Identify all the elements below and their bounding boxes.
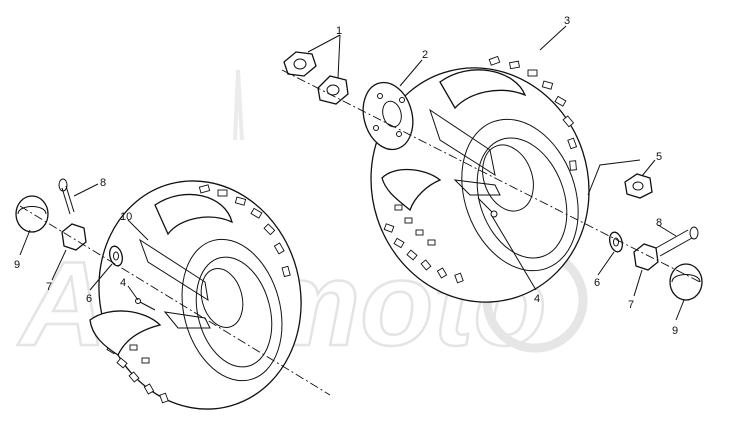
left-valve-stem-icon [139, 301, 156, 311]
lug-nut-1-icon [283, 51, 317, 77]
axle-nut-5-hole [632, 181, 644, 191]
callout-9-left: 9 [14, 259, 20, 271]
callout-9-right: 9 [672, 325, 678, 337]
left-hub-barrel-10 [139, 238, 209, 302]
cotter-pin-8-right-icon [655, 229, 693, 257]
cotter-pin-8-left-eye [58, 178, 68, 192]
left-rim-inner [195, 256, 273, 368]
watermark-tower-icon [233, 69, 244, 141]
lug-nut-2-hole [326, 84, 340, 96]
callout-5: 5 [656, 151, 662, 163]
callout-7-right: 7 [628, 299, 634, 311]
callout-10: 10 [120, 211, 132, 223]
dust-cap-9-left-rim [17, 206, 47, 215]
washer-6-right-icon [609, 231, 623, 253]
lug-nut-2-icon [317, 75, 349, 105]
right-axis-line [281, 69, 701, 283]
right-valve-cap-icon [490, 210, 498, 218]
callout-4-left: 4 [120, 277, 126, 289]
callout-leaders [19, 25, 685, 321]
hub-flange [362, 81, 414, 151]
castle-nut-7-right-icon [633, 243, 659, 271]
hub-stud-hole-icon [377, 93, 383, 99]
dust-cap-9-right-icon [669, 263, 703, 301]
washer-6-right-hole [613, 237, 619, 247]
dust-cap-9-right-rim [671, 274, 701, 283]
left-axle-parts [15, 178, 123, 267]
callout-labels: 1 2 3 4 5 6 7 8 9 4 6 7 8 9 10 [14, 15, 678, 337]
hub-flange-center [382, 100, 402, 128]
callout-6-right: 6 [594, 277, 600, 289]
right-hub-lower [453, 179, 501, 196]
left-valve-cap-icon [135, 298, 141, 304]
left-rim-center [200, 268, 244, 328]
bracket-5-leader [587, 159, 641, 196]
callout-4-right: 4 [534, 293, 540, 305]
callout-8-right: 8 [656, 217, 662, 229]
hub-stud-hole-icon [396, 131, 402, 137]
cotter-pin-8-right-eye [689, 226, 699, 240]
left-tire-bead-lower [89, 310, 162, 356]
right-tire-bead-lower [381, 168, 442, 212]
right-rim-outer [461, 118, 579, 272]
right-tire-bead-upper [439, 69, 527, 110]
left-axis-line [19, 205, 331, 396]
right-valve-stem-icon [477, 197, 493, 213]
washer-6-left-hole [113, 251, 119, 261]
hub-stud-hole-icon [399, 97, 405, 103]
callout-8-left: 8 [100, 177, 106, 189]
hub-flange-plate [362, 81, 414, 151]
callout-6-left: 6 [86, 293, 92, 305]
left-rim-outer [181, 238, 283, 382]
callout-7-left: 7 [46, 281, 52, 293]
right-hub-barrel [429, 108, 496, 177]
left-tire-tread [98, 184, 291, 404]
lug-nut-1-hole [293, 58, 307, 70]
left-hub-lower [163, 311, 211, 329]
left-tire-bead-upper [154, 193, 233, 236]
castle-nut-7-left-icon [61, 223, 87, 251]
right-axle-parts [587, 159, 703, 301]
callout-3: 3 [564, 15, 570, 27]
axle-nut-5-icon [624, 173, 653, 199]
left-wheel-assembly [89, 180, 302, 410]
right-rim-center [482, 144, 534, 212]
right-tire-tread [383, 55, 578, 284]
hub-stud-hole-icon [373, 125, 379, 131]
cotter-pin-8-left-icon [61, 185, 75, 215]
right-tire [370, 67, 590, 303]
callout-2: 2 [422, 49, 428, 61]
lug-nuts [283, 51, 349, 105]
callout-1: 1 [336, 25, 342, 37]
right-wheel-assembly [370, 55, 590, 303]
dust-cap-9-left-icon [15, 195, 49, 233]
right-rim-inner [476, 137, 568, 259]
